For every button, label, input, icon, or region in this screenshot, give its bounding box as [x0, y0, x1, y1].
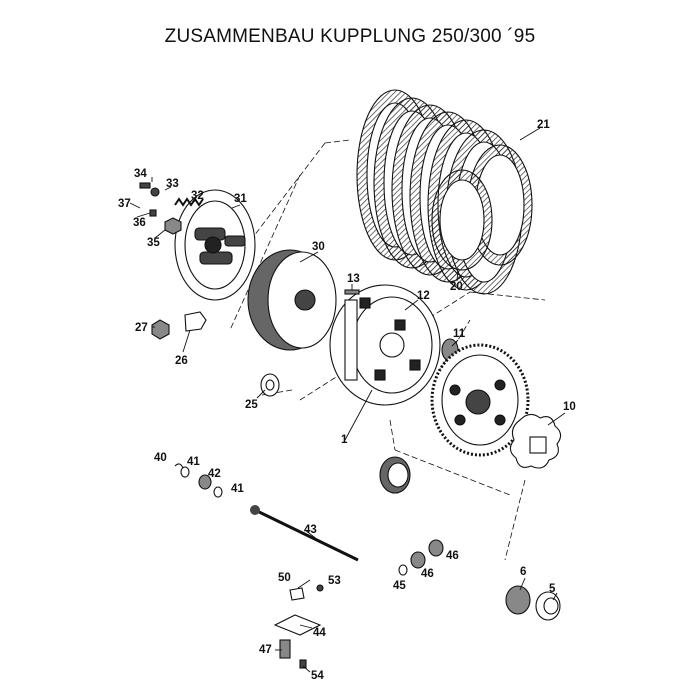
thrust-washer [260, 373, 280, 397]
callout-41b: 41 [231, 483, 244, 495]
pinion-gear [379, 456, 411, 494]
callout-32: 32 [191, 190, 204, 202]
primary-gear [430, 343, 530, 457]
callout-33: 33 [166, 178, 179, 190]
callout-36: 36 [133, 217, 146, 229]
clutch-basket [329, 284, 441, 406]
callout-5: 5 [549, 583, 556, 595]
release-lever-assembly [273, 584, 324, 669]
callout-47: 47 [259, 644, 272, 656]
pressure-plate [174, 189, 256, 301]
callout-25: 25 [245, 399, 258, 411]
callout-54: 54 [311, 670, 324, 682]
callout-46b: 46 [446, 550, 459, 562]
callout-37: 37 [118, 198, 131, 210]
callout-42: 42 [208, 468, 221, 480]
callout-labels: 1 5 6 10 11 12 13 20 21 25 26 27 30 31 3… [118, 119, 576, 682]
callout-46a: 46 [421, 568, 434, 580]
nut-and-lock-washer [151, 311, 207, 340]
callout-6: 6 [520, 566, 526, 578]
callout-26: 26 [175, 355, 188, 367]
inner-clutch-hub [247, 249, 337, 351]
callout-27: 27 [135, 322, 148, 334]
callout-44: 44 [313, 627, 326, 639]
callout-40: 40 [154, 452, 167, 464]
callout-21: 21 [537, 119, 550, 131]
callout-34: 34 [134, 168, 147, 180]
callout-50: 50 [278, 572, 291, 584]
callout-35: 35 [147, 237, 160, 249]
clutch-disc-stack [356, 89, 533, 295]
diagram-title: ZUSAMMENBAU KUPPLUNG 250/300 ´95 [164, 26, 536, 47]
callout-1: 1 [341, 434, 348, 446]
push-rod [250, 505, 359, 562]
callout-45: 45 [393, 580, 406, 592]
callout-12: 12 [417, 290, 430, 302]
callout-43: 43 [304, 524, 317, 536]
pin [344, 289, 360, 295]
callout-31: 31 [234, 193, 247, 205]
callout-53: 53 [328, 575, 341, 587]
callout-13: 13 [347, 273, 360, 285]
rod-seal-parts [174, 463, 223, 498]
release-bearings [398, 539, 444, 576]
callout-41a: 41 [187, 456, 200, 468]
callout-11: 11 [453, 328, 466, 340]
damper-plate [509, 413, 562, 469]
callout-20: 20 [450, 281, 463, 293]
callout-10: 10 [563, 401, 576, 413]
leader-lines [129, 127, 566, 673]
callout-30: 30 [312, 241, 325, 253]
